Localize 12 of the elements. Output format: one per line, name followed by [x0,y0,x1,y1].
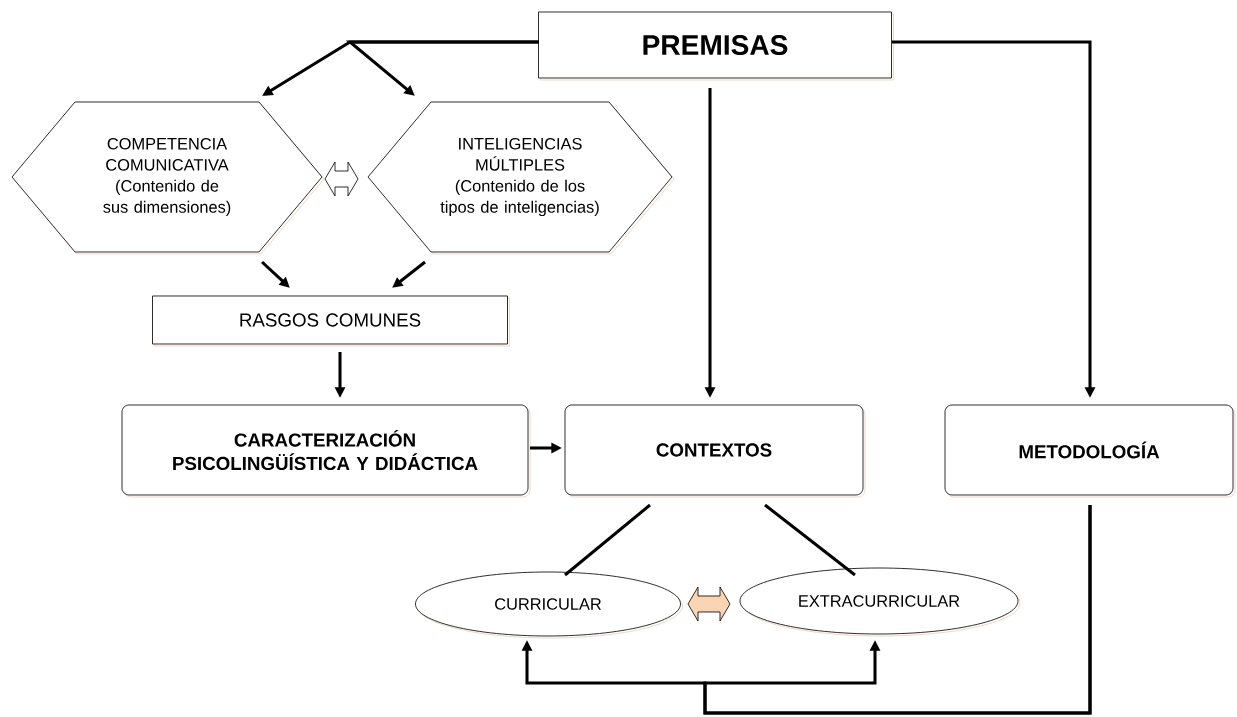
arrow [703,505,1092,715]
rounded-box: METODOLOGÍA [944,404,1236,498]
double-arrow [324,161,359,197]
rounded-box: CONTEXTOS [564,404,866,498]
text-box: PREMISAS [538,11,894,81]
hexagon: INTELIGENCIAS MÚLTIPLES (Contenido de los tipos de inteligencias) [367,101,675,255]
rounded-box: CARACTERIZACIÓN PSICOLINGÜÍSTICA Y DIDÁCTICA [121,404,531,498]
text-box: RASGOS COMUNES [152,295,510,347]
hexagon: COMPETENCIA COMUNICATIVA (Contenido de sus dimensiones) [11,101,325,255]
arrow [260,260,290,288]
arrow [345,40,539,96]
double-arrow [687,586,731,622]
